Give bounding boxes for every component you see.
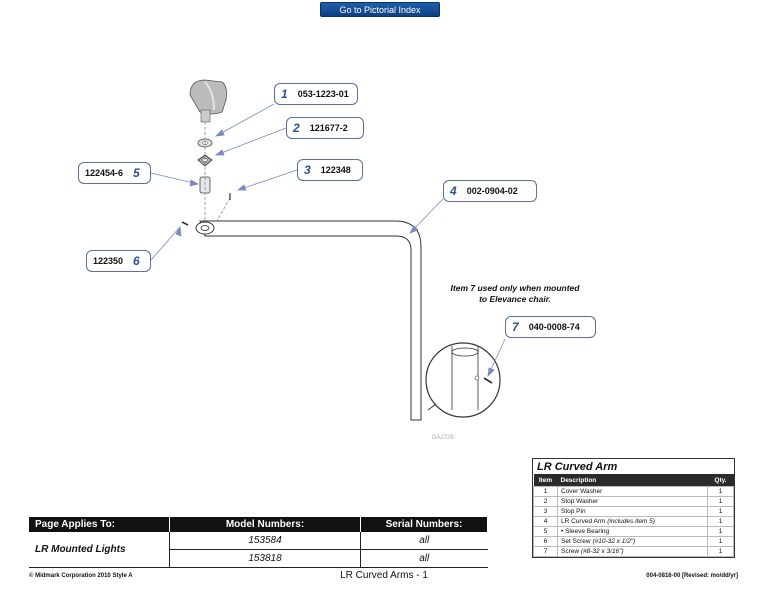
- item-description: Screw (#8-32 x 3/16"): [557, 546, 708, 557]
- item-number: 2: [533, 496, 558, 507]
- applies-to-table: Page Applies To: Model Numbers: Serial N…: [29, 517, 488, 568]
- serial-number: all: [360, 532, 488, 550]
- drawing-id: DA2726: [432, 435, 454, 441]
- callout-item-2: 2 121677-2: [286, 117, 364, 139]
- callout-part-number: 122348: [320, 165, 351, 175]
- serial-number: all: [360, 549, 488, 568]
- item-description: Stop Washer: [557, 496, 708, 507]
- description-note: (#8-32 x 3/16"): [580, 548, 624, 555]
- description-text: Screw: [561, 548, 581, 555]
- col-page-applies: Page Applies To:: [29, 517, 170, 532]
- description-text: Cover Washer: [561, 488, 603, 495]
- callout-number: 1: [281, 87, 288, 101]
- item-number: 3: [533, 506, 558, 517]
- item-description: Set Screw (#10-32 x 1/2"): [557, 536, 708, 547]
- callout-part-number: 122350: [93, 256, 124, 266]
- item-qty: 1: [707, 486, 734, 497]
- item-description: • Sleeve Bearing: [557, 526, 708, 537]
- item-qty: 1: [707, 546, 734, 557]
- callout-item-5: 122454-6 5: [78, 162, 151, 184]
- description-note: (includes item 5): [607, 518, 655, 525]
- col-serial-numbers: Serial Numbers:: [360, 517, 488, 532]
- callout-item-7: 7 040-0008-74: [505, 316, 596, 338]
- callout-number: 2: [293, 121, 300, 135]
- callout-number: 7: [512, 320, 519, 334]
- copyright: © Midmark Corporation 2010 Style A: [29, 573, 133, 579]
- callout-number: 3: [304, 163, 311, 177]
- pictorial-index-button[interactable]: Go to Pictorial Index: [320, 2, 440, 17]
- table-row: 5• Sleeve Bearing 1: [533, 526, 734, 537]
- col-item: Item: [533, 474, 558, 487]
- item-qty: 1: [707, 506, 734, 517]
- note-line: to Elevance chair.: [479, 294, 551, 304]
- item-qty: 1: [707, 526, 734, 537]
- table-row: 153818 all: [29, 549, 488, 568]
- callout-number: 6: [133, 254, 140, 268]
- item-qty: 1: [707, 496, 734, 507]
- curved-arm-drawing: [199, 220, 422, 421]
- set-screw-drawing: [181, 221, 189, 226]
- callout-item-1: 1 053-1223-01: [274, 83, 358, 105]
- product-name: LR Mounted Lights: [29, 532, 170, 568]
- item-description: LR Curved Arm (includes item 5): [557, 516, 708, 527]
- note-line: Item 7 used only when mounted: [450, 283, 580, 293]
- cover-washer-knob-drawing: [189, 79, 227, 123]
- table-row: LR Mounted Lights 153584 all: [29, 532, 488, 568]
- description-text: • Sleeve Bearing: [561, 528, 610, 535]
- description-text: Set Screw: [561, 538, 593, 545]
- description-note: (#10-32 x 1/2"): [592, 538, 636, 545]
- callout-item-4: 4 002-0904-02: [443, 180, 537, 202]
- model-number: 153818: [169, 549, 361, 568]
- page-title: LR Curved Arms - 1: [340, 570, 428, 581]
- item-description: Cover Washer: [557, 486, 708, 497]
- model-number: 153584: [169, 532, 361, 550]
- callout-part-number: 053-1223-01: [297, 89, 349, 99]
- item-qty: 1: [707, 536, 734, 547]
- item-number: 5: [533, 526, 558, 537]
- mounting-note: Item 7 used only when mounted to Elevanc…: [410, 283, 620, 305]
- callout-part-number: 122454-6: [85, 168, 124, 178]
- description-text: Stop Pin: [561, 508, 586, 515]
- callout-item-6: 122350 6: [86, 250, 151, 272]
- detail-zoom-circle: [425, 342, 501, 418]
- item-number: 4: [533, 516, 558, 527]
- col-qty: Qty.: [707, 474, 734, 487]
- callout-part-number: 040-0008-74: [528, 322, 580, 332]
- col-model-numbers: Model Numbers:: [169, 517, 361, 532]
- item-number: 1: [533, 486, 558, 497]
- item-number: 7: [533, 546, 558, 557]
- document-number: 004-0816-00 [Revised: mo/dd/yr]: [646, 573, 738, 579]
- item-description: Stop Pin: [557, 506, 708, 517]
- item-qty: 1: [707, 516, 734, 527]
- description-text: LR Curved Arm: [561, 518, 608, 525]
- callout-number: 4: [450, 184, 457, 198]
- callout-part-number: 121677-2: [309, 123, 348, 133]
- col-description: Description: [557, 474, 708, 487]
- callout-number: 5: [133, 166, 140, 180]
- parts-table-title: LR Curved Arm: [537, 461, 618, 473]
- callout-part-number: 002-0904-02: [466, 186, 518, 196]
- callout-item-3: 3 122348: [297, 159, 363, 181]
- item-number: 6: [533, 536, 558, 547]
- description-text: Stop Washer: [561, 498, 599, 505]
